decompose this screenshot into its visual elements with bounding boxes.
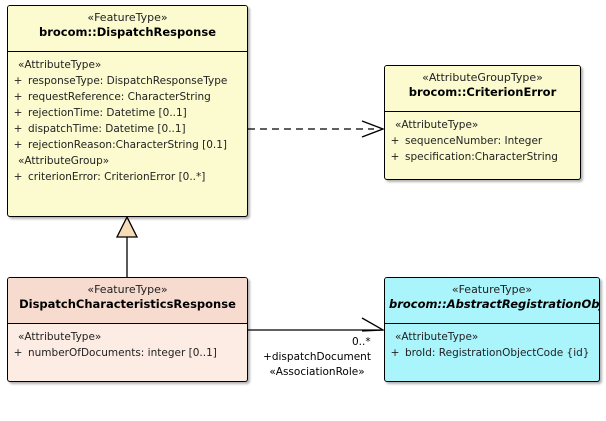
attribute-group-stereotype: «AttributeType» bbox=[395, 119, 479, 131]
attribute-row[interactable]: + criterionError: CriterionError [0..*] bbox=[8, 169, 247, 185]
attribute-label: rejectionTime: Datetime [0..1] bbox=[28, 107, 187, 119]
attribute-group-stereotype: «AttributeGroup» bbox=[18, 155, 110, 167]
attribute-row[interactable]: + broId: RegistrationObjectCode {id} bbox=[385, 345, 599, 361]
class-header-abstract-registration-object: «FeatureType» brocom::AbstractRegistrati… bbox=[385, 278, 599, 324]
visibility-marker: + bbox=[390, 135, 400, 147]
class-body-criterion-error: «AttributeType» + sequenceNumber: Intege… bbox=[385, 112, 580, 170]
association-arrowhead-icon bbox=[361, 317, 386, 332]
attribute-label: sequenceNumber: Integer bbox=[405, 135, 543, 147]
visibility-marker: + bbox=[13, 75, 23, 87]
attribute-label: requestReference: CharacterString bbox=[28, 91, 211, 103]
attribute-row[interactable]: + responseType: DispatchResponseType bbox=[8, 73, 247, 89]
class-name: brocom::DispatchResponse bbox=[39, 25, 216, 39]
association-role-label: +dispatchDocument bbox=[263, 351, 371, 363]
association-multiplicity: 0..* bbox=[352, 336, 371, 348]
visibility-marker: + bbox=[13, 107, 23, 119]
attribute-label: dispatchTime: Datetime [0..1] bbox=[28, 123, 186, 135]
attribute-label: rejectionReason:CharacterString [0.1] bbox=[28, 139, 228, 151]
attribute-group-stereotype: «AttributeType» bbox=[18, 59, 102, 71]
class-header-criterion-error: «AttributeGroupType» brocom::CriterionEr… bbox=[385, 66, 580, 112]
visibility-marker: + bbox=[13, 171, 23, 183]
attribute-row[interactable]: + rejectionTime: Datetime [0..1] bbox=[8, 105, 247, 121]
visibility-marker: + bbox=[390, 347, 400, 359]
attribute-row[interactable]: + requestReference: CharacterString bbox=[8, 89, 247, 105]
attribute-row[interactable]: + numberOfDocuments: integer [0..1] bbox=[8, 345, 247, 361]
class-name: DispatchCharacteristicsResponse bbox=[19, 297, 236, 311]
attribute-label: numberOfDocuments: integer [0..1] bbox=[28, 347, 217, 359]
generalization-triangle-icon bbox=[115, 215, 139, 238]
class-header-dispatch-characteristics-response: «FeatureType» DispatchCharacteristicsRes… bbox=[8, 278, 247, 324]
class-box-dispatch-response[interactable]: «FeatureType» brocom::DispatchResponse «… bbox=[7, 5, 248, 217]
attribute-label: criterionError: CriterionError [0..*] bbox=[28, 171, 206, 183]
attribute-row[interactable]: + specification:CharacterString bbox=[385, 149, 580, 165]
attribute-label: responseType: DispatchResponseType bbox=[28, 75, 228, 87]
dependency-arrowhead-icon bbox=[361, 120, 385, 138]
class-stereotype: «AttributeGroupType» bbox=[422, 71, 543, 84]
class-stereotype: «FeatureType» bbox=[451, 283, 533, 296]
visibility-marker: + bbox=[390, 151, 400, 163]
visibility-marker: + bbox=[13, 123, 23, 135]
association-stereotype-label: «AssociationRole» bbox=[269, 366, 365, 378]
class-body-dispatch-response: «AttributeType» + responseType: Dispatch… bbox=[8, 52, 247, 190]
visibility-marker: + bbox=[13, 347, 23, 359]
attribute-row[interactable]: + sequenceNumber: Integer bbox=[385, 133, 580, 149]
class-name: brocom::CriterionError bbox=[408, 85, 557, 99]
class-body-dispatch-characteristics-response: «AttributeType» + numberOfDocuments: int… bbox=[8, 324, 247, 366]
attribute-row[interactable]: + dispatchTime: Datetime [0..1] bbox=[8, 121, 247, 137]
attribute-row[interactable]: + rejectionReason:CharacterString [0.1] bbox=[8, 137, 247, 153]
attribute-group-stereotype: «AttributeType» bbox=[18, 331, 102, 343]
attribute-label: broId: RegistrationObjectCode {id} bbox=[405, 347, 590, 359]
attribute-label: specification:CharacterString bbox=[405, 151, 558, 163]
class-box-abstract-registration-object[interactable]: «FeatureType» brocom::AbstractRegistrati… bbox=[384, 277, 600, 382]
visibility-marker: + bbox=[13, 139, 23, 151]
attribute-group-stereotype: «AttributeType» bbox=[395, 331, 479, 343]
visibility-marker: + bbox=[13, 91, 23, 103]
class-name: brocom::AbstractRegistrationObject bbox=[389, 297, 600, 311]
class-stereotype: «FeatureType» bbox=[87, 283, 168, 296]
class-body-abstract-registration-object: «AttributeType» + broId: RegistrationObj… bbox=[385, 324, 599, 366]
class-header-dispatch-response: «FeatureType» brocom::DispatchResponse bbox=[8, 6, 247, 52]
class-box-dispatch-characteristics-response[interactable]: «FeatureType» DispatchCharacteristicsRes… bbox=[7, 277, 248, 382]
class-stereotype: «FeatureType» bbox=[87, 11, 168, 24]
class-box-criterion-error[interactable]: «AttributeGroupType» brocom::CriterionEr… bbox=[384, 65, 581, 180]
